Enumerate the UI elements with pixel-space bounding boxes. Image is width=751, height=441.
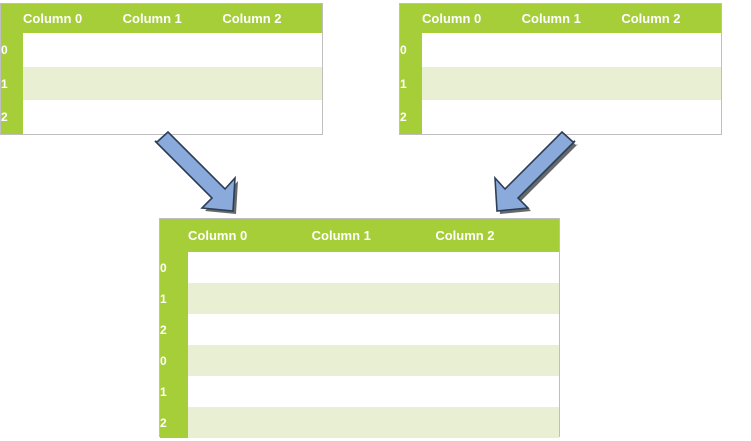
row-index-0: 0: [400, 33, 422, 67]
data-cell: [435, 314, 559, 345]
data-cell: [435, 252, 559, 283]
data-cell: [188, 345, 312, 376]
row-index-4: 1: [160, 376, 188, 407]
row-index-2: 2: [400, 100, 422, 134]
column-header-2: Column 2: [222, 4, 322, 34]
data-cell: [621, 100, 721, 134]
data-cell: [521, 100, 622, 134]
data-cell: [122, 33, 223, 67]
table-row: 2: [1, 100, 322, 134]
header-corner-cell: [400, 4, 422, 34]
data-cell: [188, 407, 312, 438]
column-header-1: Column 1: [122, 4, 223, 34]
row-index-2: 2: [160, 314, 188, 345]
row-index-2: 2: [1, 100, 23, 134]
table-row: 1: [160, 283, 559, 314]
column-header-1: Column 1: [311, 219, 436, 252]
data-cell: [23, 100, 123, 134]
header-row: Column 0 Column 1 Column 2: [160, 219, 559, 252]
data-cell: [435, 376, 559, 407]
table-row: 0: [400, 33, 721, 67]
data-cell: [311, 314, 436, 345]
table-row: 0: [160, 345, 559, 376]
table-row: 1: [160, 376, 559, 407]
data-cell: [621, 66, 721, 101]
data-cell: [188, 376, 312, 407]
data-cell: [311, 376, 436, 407]
header-row: Column 0 Column 1 Column 2: [1, 4, 322, 34]
column-header-0: Column 0: [188, 219, 312, 252]
column-header-2: Column 2: [435, 219, 559, 252]
table-row: 2: [400, 100, 721, 134]
source-table-left-grid: Column 0 Column 1 Column 2 0 1 2: [1, 4, 322, 134]
data-cell: [422, 100, 522, 134]
row-index-1: 1: [160, 283, 188, 314]
header-corner-cell: [160, 219, 188, 252]
data-cell: [422, 66, 522, 101]
header-corner-cell: [1, 4, 23, 34]
data-cell: [23, 33, 123, 67]
arrow-left-to-result-icon: [154, 130, 238, 214]
data-cell: [435, 283, 559, 314]
data-cell: [222, 33, 322, 67]
source-table-right-grid: Column 0 Column 1 Column 2 0 1 2: [400, 4, 721, 134]
table-row: 2: [160, 407, 559, 438]
data-cell: [521, 66, 622, 101]
data-cell: [188, 283, 312, 314]
column-header-2: Column 2: [621, 4, 721, 34]
data-cell: [222, 66, 322, 101]
data-cell: [122, 100, 223, 134]
row-index-0: 0: [1, 33, 23, 67]
result-table: Column 0 Column 1 Column 2 0 1 2: [159, 218, 560, 438]
data-cell: [435, 345, 559, 376]
table-row: 0: [160, 252, 559, 283]
source-table-right: Column 0 Column 1 Column 2 0 1 2: [399, 3, 722, 135]
data-cell: [23, 66, 123, 101]
data-cell: [435, 407, 559, 438]
table-row: 1: [1, 66, 322, 101]
arrow-right-to-result-icon: [494, 130, 578, 214]
data-cell: [222, 100, 322, 134]
source-table-left: Column 0 Column 1 Column 2 0 1 2: [0, 3, 323, 135]
row-index-0: 0: [160, 252, 188, 283]
data-cell: [621, 33, 721, 67]
column-header-0: Column 0: [422, 4, 522, 34]
table-row: 2: [160, 314, 559, 345]
column-header-0: Column 0: [23, 4, 123, 34]
table-row: 0: [1, 33, 322, 67]
data-cell: [311, 283, 436, 314]
row-index-1: 1: [400, 66, 422, 101]
row-index-3: 0: [160, 345, 188, 376]
data-cell: [122, 66, 223, 101]
result-table-grid: Column 0 Column 1 Column 2 0 1 2: [160, 219, 559, 438]
data-cell: [188, 252, 312, 283]
data-cell: [521, 33, 622, 67]
row-index-5: 2: [160, 407, 188, 438]
data-cell: [311, 252, 436, 283]
row-index-1: 1: [1, 66, 23, 101]
data-cell: [188, 314, 312, 345]
header-row: Column 0 Column 1 Column 2: [400, 4, 721, 34]
data-cell: [311, 407, 436, 438]
data-cell: [311, 345, 436, 376]
column-header-1: Column 1: [521, 4, 622, 34]
table-row: 1: [400, 66, 721, 101]
data-cell: [422, 33, 522, 67]
